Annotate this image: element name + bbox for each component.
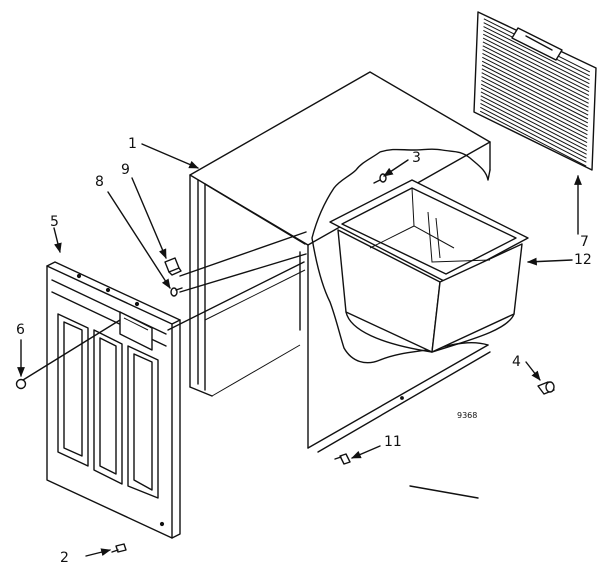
callout-12: 12 (574, 252, 592, 268)
part-4-plug (537, 381, 555, 395)
grille-slat (482, 56, 589, 112)
grille-slat (480, 95, 587, 151)
grille-slat (482, 37, 590, 92)
grille-slat (481, 68, 589, 124)
leader-lines (17, 143, 582, 557)
cabinet-shell (189, 71, 491, 453)
grille-slat (482, 45, 589, 100)
grille-slat (482, 53, 589, 108)
grille-slat (481, 60, 589, 116)
front-door-panel (46, 261, 181, 539)
part-9-clip (164, 257, 182, 276)
grille-slat (479, 110, 587, 167)
grille-slat (480, 106, 587, 163)
storage-bin (329, 179, 529, 353)
callout-6: 6 (16, 322, 25, 338)
grille-slat (481, 76, 588, 132)
callout-4: 4 (512, 354, 521, 370)
grille-slat (480, 103, 587, 159)
callout-3: 3 (412, 150, 421, 166)
part-6-knob (15, 378, 27, 390)
part-8-screw (170, 287, 183, 297)
part-2-screw (111, 543, 127, 553)
grille-panel (473, 11, 597, 171)
grille-slat (483, 26, 590, 81)
grille-slat (480, 99, 587, 155)
grille-slat (480, 87, 588, 143)
callout-11: 11 (384, 434, 402, 450)
callout-1: 1 (128, 136, 137, 152)
grille-slat (481, 72, 588, 128)
grille-slat (481, 64, 589, 120)
grille-slat (483, 29, 590, 85)
callout-2: 2 (60, 550, 69, 566)
callout-9: 9 (121, 162, 130, 178)
part-11-screw (334, 453, 351, 465)
grille-slat (482, 41, 590, 96)
grille-slat (483, 33, 590, 89)
grille-slat (481, 83, 588, 140)
callout-7: 7 (580, 234, 589, 250)
callout-5: 5 (50, 214, 59, 230)
callout-8: 8 (95, 174, 104, 190)
grille-slat (482, 49, 589, 104)
drawing-number: 9368 (457, 411, 477, 420)
grille-slat (481, 79, 588, 136)
grille-slat (480, 91, 588, 147)
